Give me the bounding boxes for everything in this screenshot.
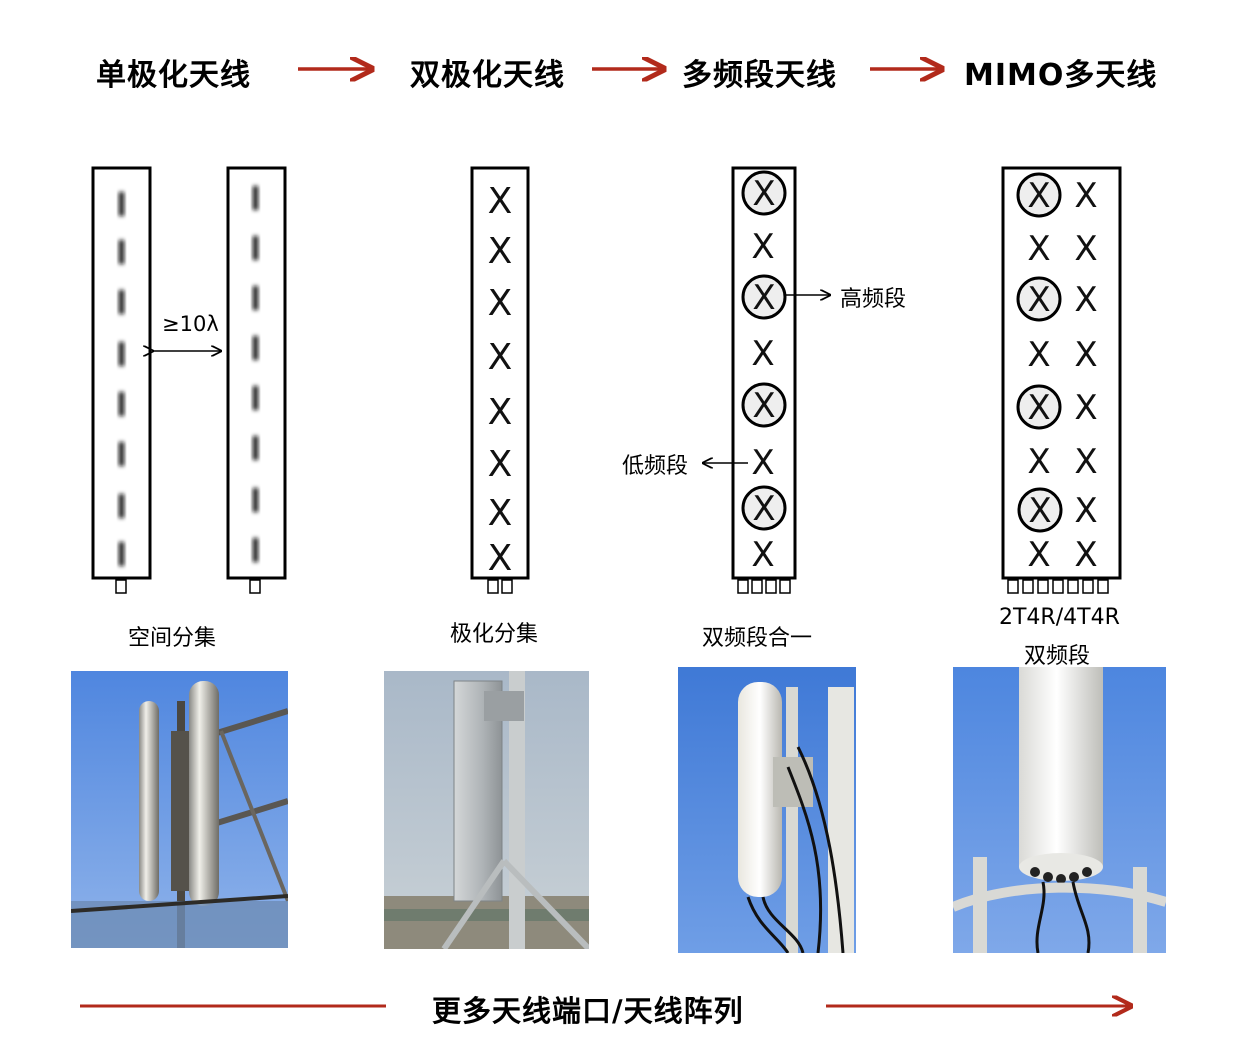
single-polarized-panel-left (91, 166, 152, 594)
svg-text:X: X (752, 174, 775, 214)
svg-text:X: X (1074, 335, 1097, 375)
svg-text:X: X (1027, 535, 1050, 575)
photo-single-polarized-antennas (71, 671, 288, 948)
svg-text:X: X (1074, 280, 1097, 320)
svg-text:X: X (752, 489, 775, 529)
svg-text:X: X (1074, 535, 1097, 575)
svg-text:X: X (488, 444, 513, 485)
svg-text:X: X (1028, 491, 1051, 531)
svg-text:X: X (751, 535, 774, 575)
svg-text:X: X (1027, 335, 1050, 375)
caption-mimo-line2: 双频段 (1024, 644, 1091, 669)
svg-text:X: X (1027, 388, 1050, 428)
caption-dual-band: 双频段合一 (702, 626, 813, 651)
svg-text:X: X (1074, 442, 1097, 482)
svg-text:X: X (1074, 388, 1097, 428)
spacing-label: ≥10λ (162, 312, 219, 336)
svg-text:X: X (1074, 491, 1097, 531)
caption-space-diversity: 空间分集 (128, 626, 217, 651)
svg-text:X: X (752, 386, 775, 426)
svg-text:X: X (1027, 229, 1050, 269)
mimo-panel: X X X X X X X X X X X X X X X X (1001, 166, 1122, 594)
dual-polarized-panel: X X X X X X X X (470, 166, 530, 594)
stage-title-mimo: MIMO多天线 (964, 58, 1158, 93)
footer-label: 更多天线端口/天线阵列 (432, 994, 744, 1028)
svg-text:X: X (488, 283, 513, 324)
caption-mimo-line1: 2T4R/4T4R (999, 605, 1120, 630)
stage-title-dual-polarized: 双极化天线 (410, 58, 565, 93)
svg-text:X: X (488, 538, 513, 579)
svg-text:X: X (752, 278, 775, 318)
single-polarized-panel-right (226, 166, 287, 594)
photo-multiband-antenna (678, 667, 856, 953)
stage-title-multiband: 多频段天线 (682, 58, 837, 93)
svg-text:X: X (488, 493, 513, 534)
svg-text:X: X (488, 337, 513, 378)
svg-text:X: X (751, 443, 774, 483)
svg-text:X: X (488, 392, 513, 433)
svg-text:X: X (1074, 229, 1097, 269)
svg-text:X: X (1027, 280, 1050, 320)
multiband-panel: X X X X X X X X (731, 166, 797, 594)
stage-title-single-polarized: 单极化天线 (96, 58, 251, 93)
high-band-label: 高频段 (840, 287, 907, 312)
low-band-label: 低频段 (622, 454, 689, 479)
caption-polarization-diversity: 极化分集 (450, 622, 539, 647)
svg-text:X: X (751, 227, 774, 267)
svg-text:X: X (1027, 442, 1050, 482)
photo-mimo-antenna (953, 667, 1166, 953)
svg-text:X: X (751, 334, 774, 374)
photo-dual-polarized-antenna (384, 671, 589, 949)
svg-text:X: X (488, 181, 513, 222)
svg-text:X: X (1074, 176, 1097, 216)
svg-text:X: X (1027, 176, 1050, 216)
svg-text:X: X (488, 231, 513, 272)
